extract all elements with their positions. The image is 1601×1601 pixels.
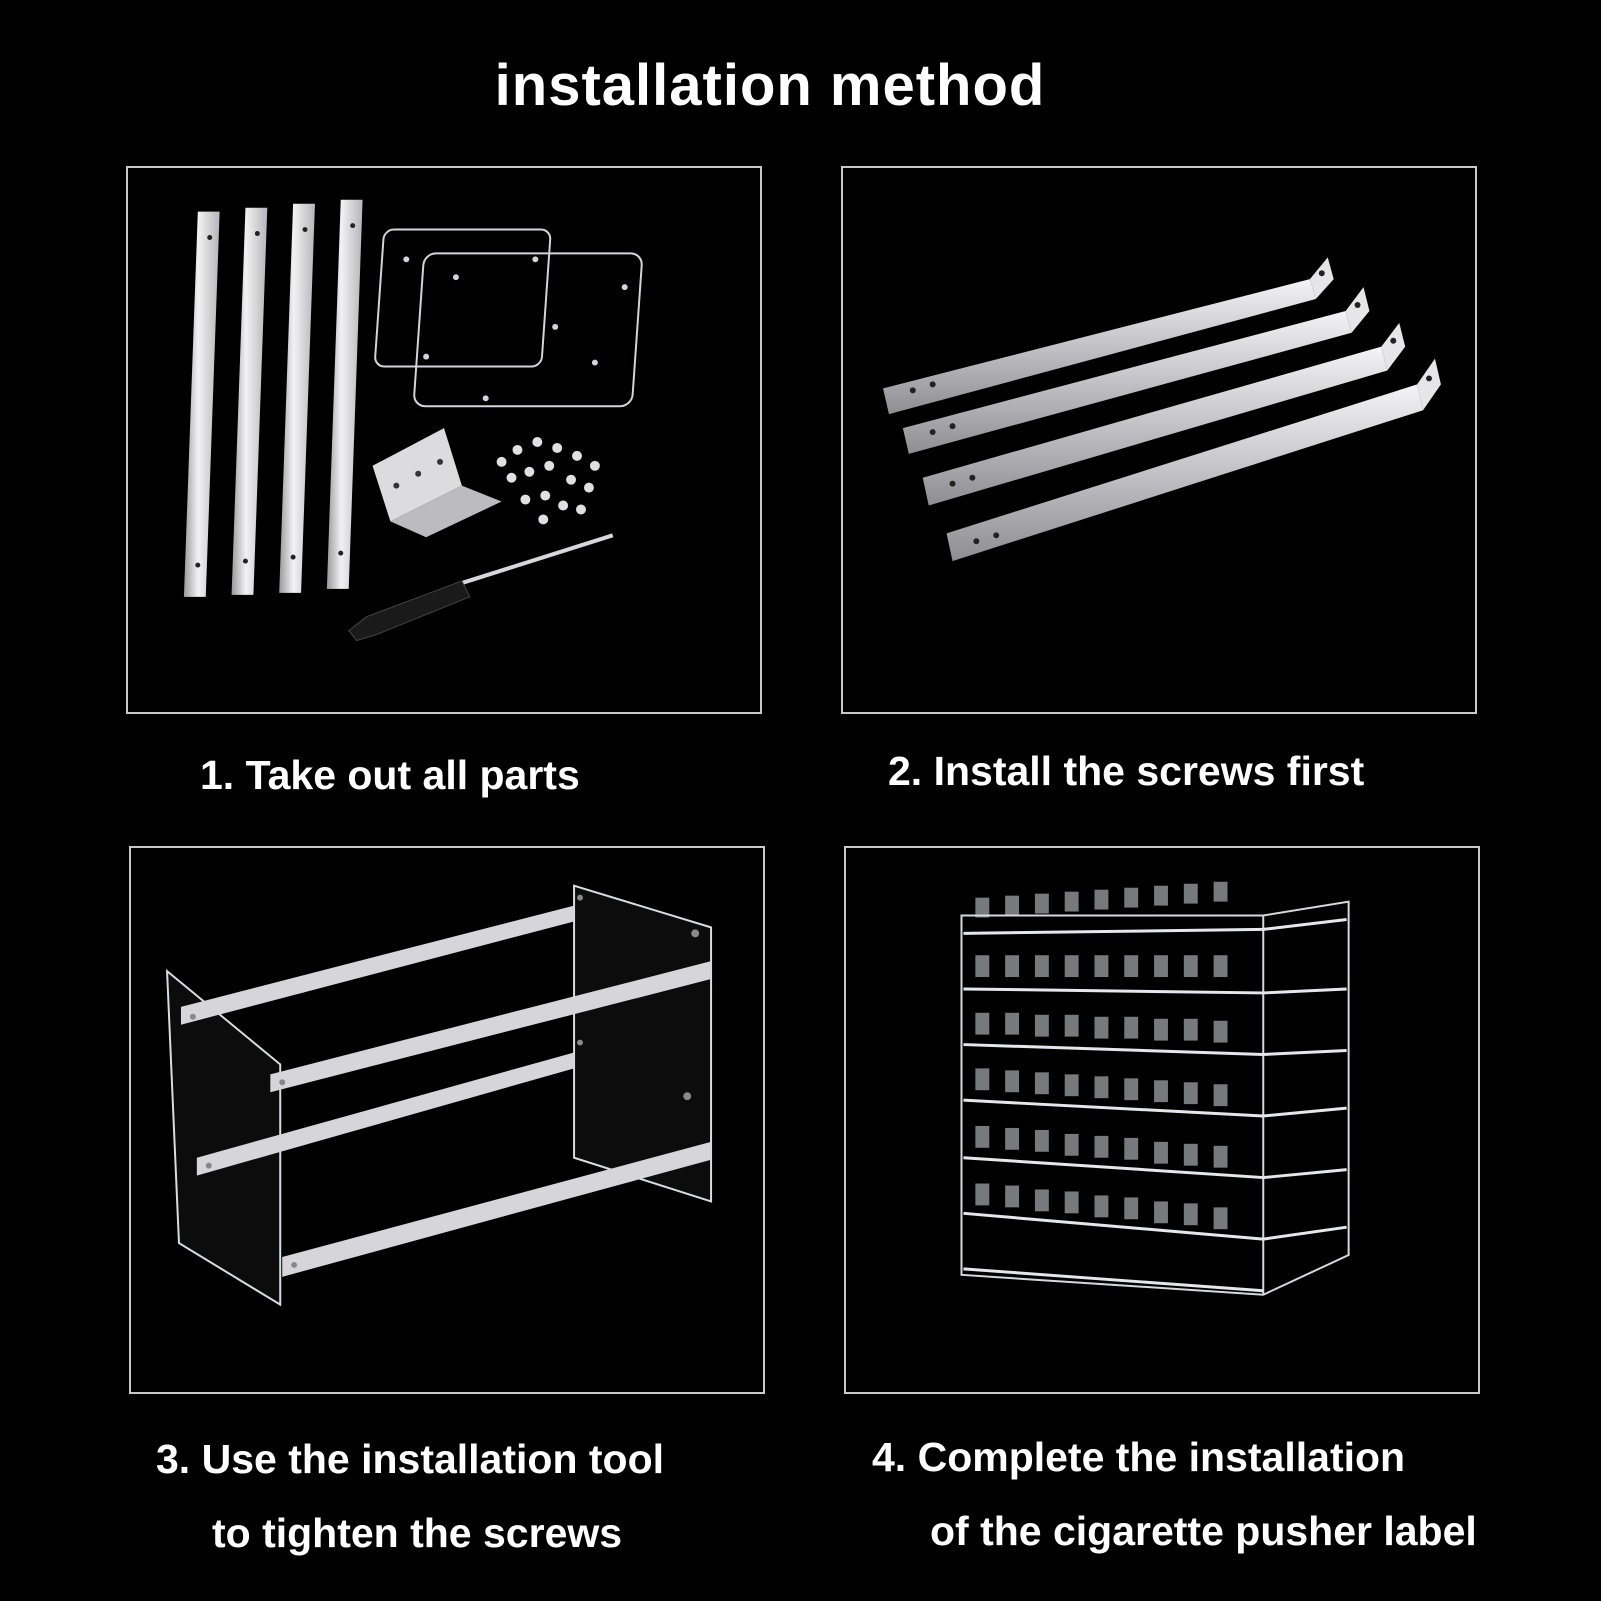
step-1-caption: 1. Take out all parts bbox=[200, 752, 580, 798]
angle-brackets bbox=[372, 428, 502, 538]
rail-row-4 bbox=[946, 358, 1441, 562]
rack-outline bbox=[960, 900, 1350, 1296]
rails-illustration bbox=[883, 257, 1441, 562]
screwdriver-icon bbox=[347, 533, 614, 642]
frame-illustration bbox=[165, 884, 713, 1307]
step-4-caption-line-1: 4. Complete the installation bbox=[872, 1434, 1406, 1480]
rack-shelves bbox=[963, 917, 1347, 1293]
rail-row-2 bbox=[902, 287, 1370, 454]
step-2-image-rails bbox=[841, 166, 1477, 714]
rail-row-3 bbox=[922, 322, 1406, 506]
rack-illustration bbox=[960, 881, 1350, 1296]
parts-illustration bbox=[183, 199, 643, 642]
step-4-caption-line-2: of the cigarette pusher label bbox=[930, 1508, 1477, 1554]
rail-row-1 bbox=[883, 257, 1334, 415]
acrylic-side-panels bbox=[165, 884, 713, 1307]
step-3-image-frame bbox=[129, 846, 765, 1394]
aluminum-rails bbox=[183, 199, 363, 597]
frame-rails bbox=[180, 905, 712, 1277]
step-3-caption-line-1: 3. Use the installation tool bbox=[156, 1436, 665, 1482]
screws-and-nuts bbox=[496, 437, 600, 525]
step-4-image-rack bbox=[844, 846, 1480, 1394]
step-1-image-parts bbox=[126, 166, 762, 714]
pusher-labels bbox=[975, 881, 1228, 1230]
page-title: installation method bbox=[494, 53, 1046, 118]
acrylic-panels bbox=[374, 228, 643, 408]
step-2-caption: 2. Install the screws first bbox=[888, 748, 1365, 794]
step-3-caption-line-2: to tighten the screws bbox=[212, 1510, 623, 1556]
